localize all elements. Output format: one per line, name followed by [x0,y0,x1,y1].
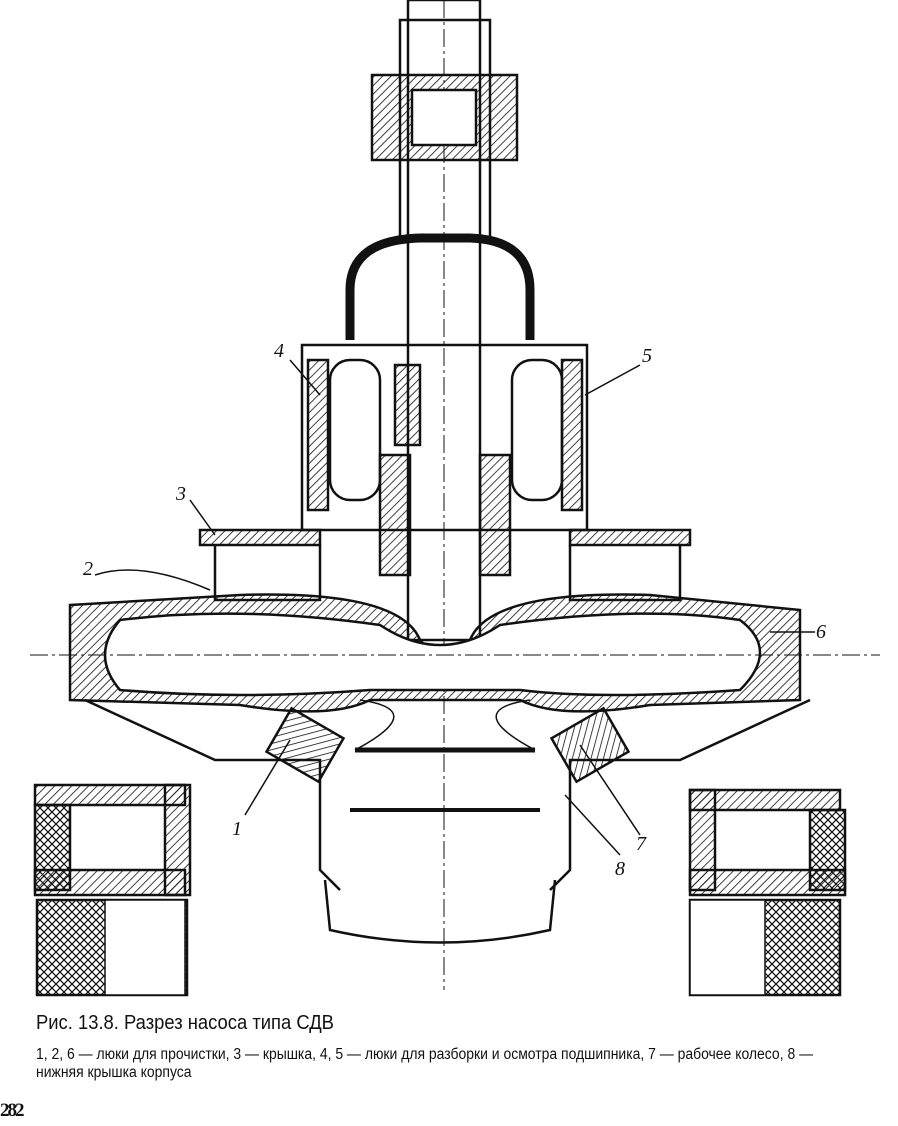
callout-5: 5 [642,345,652,367]
callout-3: 3 [175,483,186,505]
bearing-cage [300,343,589,532]
callout-1: 1 [232,818,242,840]
callout-4: 4 [274,340,284,362]
pump-cross-section-drawing: 4 5 3 2 6 1 7 8 [30,0,880,997]
draft-tube [323,879,557,944]
callout-2: 2 [83,558,93,580]
callout-7: 7 [636,833,647,855]
figure-caption-title: Рис. 13.8. Разрез насоса типа СДВ [36,1012,334,1034]
bearing-dome [345,233,535,340]
callout-8: 8 [615,858,625,880]
page-number: 282 [0,1100,24,1121]
callout-6: 6 [816,621,826,643]
figure-caption-legend: 1, 2, 6 — люки для прочистки, 3 — крышка… [36,1046,814,1081]
